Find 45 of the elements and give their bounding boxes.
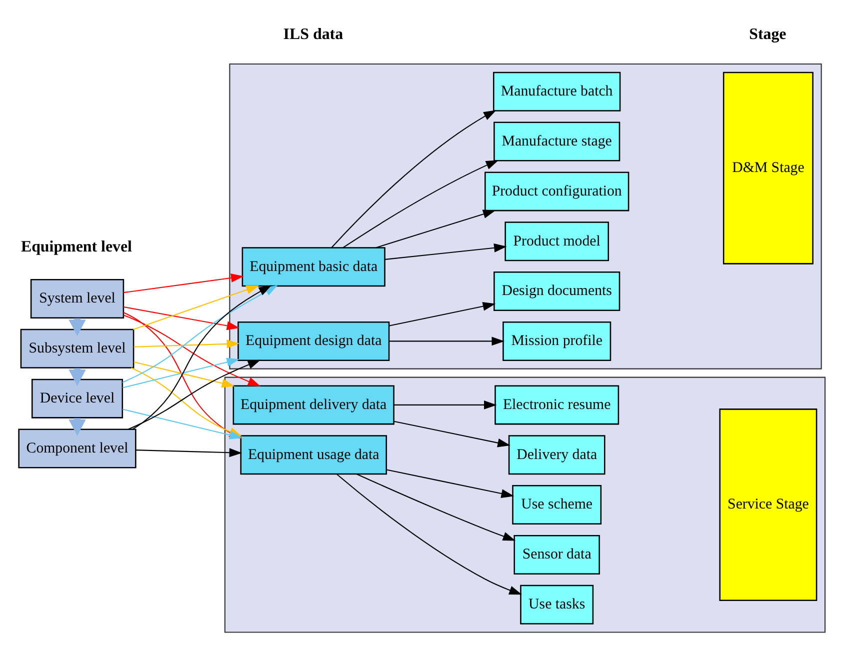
node-box: Use tasks: [520, 584, 594, 624]
node-box: Component level: [18, 428, 136, 468]
node-box: Sensor data: [514, 534, 600, 574]
node-box: Mission profile: [502, 320, 612, 360]
arrow: [122, 357, 240, 388]
arrow: [376, 209, 496, 248]
arrow: [389, 336, 504, 346]
node-box: Manufacture stage: [494, 121, 620, 161]
arrow: [386, 468, 514, 498]
node-box: Product configuration: [484, 171, 630, 211]
node-box: Design documents: [494, 271, 620, 311]
arrow: [336, 473, 522, 594]
arrow: [123, 273, 244, 293]
arrow: [132, 284, 272, 430]
label: Stage: [749, 26, 786, 43]
arrow: [394, 420, 510, 447]
node-box: Equipment delivery data: [232, 384, 394, 424]
arrow: [331, 110, 496, 248]
label: ILS data: [283, 26, 344, 43]
arrow: [123, 314, 261, 386]
arrow: [123, 306, 240, 330]
node-box: Delivery data: [508, 434, 606, 474]
node-box: Product model: [504, 221, 609, 261]
arrow: [394, 400, 497, 409]
arrow: [134, 338, 240, 348]
node-box: Equipment basic data: [242, 246, 386, 286]
arrow: [385, 242, 507, 260]
node-box: D&M Stage: [722, 71, 814, 264]
node-box: System level: [30, 278, 124, 318]
node-box: Service Stage: [719, 408, 818, 601]
node-box: Device level: [31, 378, 124, 418]
arrow: [128, 359, 261, 430]
arrow: [342, 160, 499, 248]
node-box: Use scheme: [512, 484, 602, 524]
node-box: Electronic resume: [494, 384, 620, 424]
node-box: Equipment usage data: [240, 434, 387, 474]
arrow: [356, 473, 516, 540]
node-box: Manufacture batch: [493, 71, 621, 111]
node-box: Subsystem level: [20, 328, 134, 368]
arrow: [134, 360, 235, 388]
node-box: Equipment design data: [238, 320, 390, 360]
arrow: [133, 285, 260, 330]
arrow: [389, 301, 496, 326]
label: Equipment level: [20, 238, 132, 255]
arrow: [136, 448, 242, 457]
